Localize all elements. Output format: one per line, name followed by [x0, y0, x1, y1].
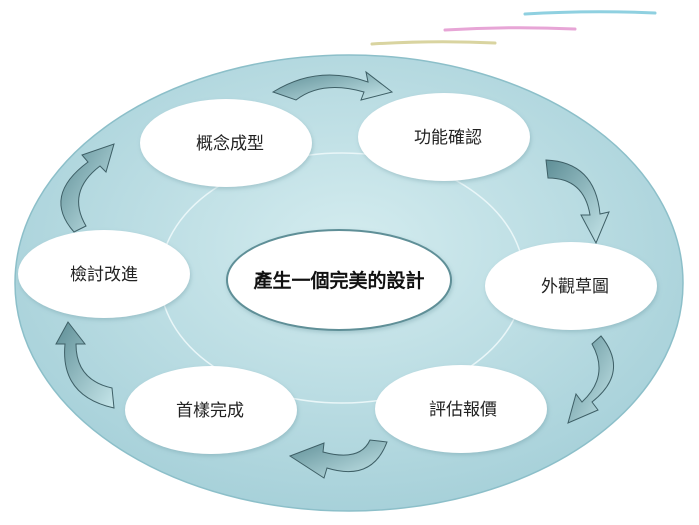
step-node-function: 功能確認: [358, 93, 530, 181]
arrow-upper-left: [60, 143, 115, 233]
step-label: 外觀草圖: [541, 277, 609, 297]
step-label: 首樣完成: [176, 401, 244, 421]
step-label: 檢討改進: [70, 265, 138, 285]
step-label: 功能確認: [414, 128, 482, 148]
deco-stroke-pink: [443, 26, 577, 32]
step-node-sketch: 外觀草圖: [485, 242, 657, 330]
arrow-bottom: [288, 439, 388, 479]
cycle-arrows: [55, 70, 614, 479]
center-node: 產生一個完美的設計: [226, 229, 452, 331]
decorative-strokes: [370, 10, 657, 46]
step-node-first-sample: 首樣完成: [125, 366, 297, 454]
deco-stroke-yellow: [370, 40, 497, 46]
step-node-review: 檢討改進: [18, 230, 190, 318]
arrow-upper-right: [545, 159, 610, 245]
step-node-concept: 概念成型: [140, 99, 312, 187]
arrow-lower-right: [567, 335, 614, 424]
arrow-lower-left: [55, 321, 115, 409]
deco-stroke-teal: [523, 10, 657, 16]
arrow-top: [271, 70, 394, 101]
step-node-quote: 評估報價: [375, 365, 547, 453]
center-label: 產生一個完美的設計: [253, 269, 424, 292]
step-label: 概念成型: [196, 133, 264, 154]
step-label: 評估報價: [429, 400, 497, 420]
